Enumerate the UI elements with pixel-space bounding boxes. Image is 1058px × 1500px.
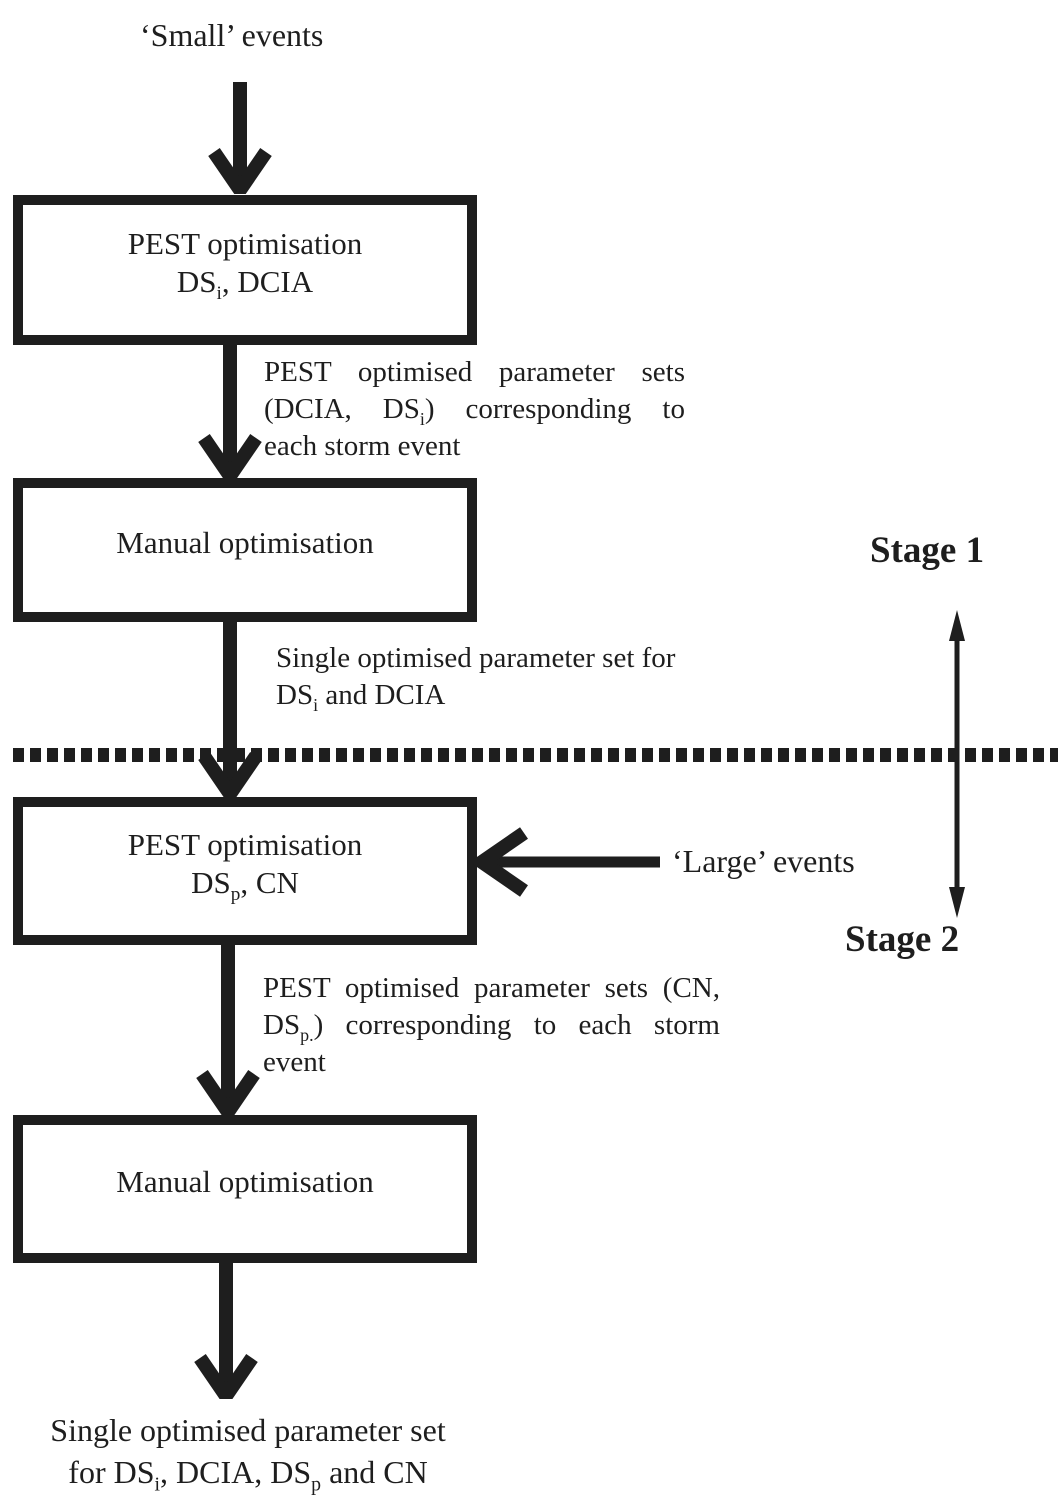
text-line: DSi, DCIA — [176, 264, 314, 305]
text-line: ‘Small’ events — [140, 17, 324, 53]
text-line: PEST optimisation — [127, 226, 363, 261]
label-stage-2: Stage 2 — [845, 919, 960, 960]
connector-arrow-pest2-to-manual2 — [196, 945, 260, 1115]
label-stage-1: Stage 1 — [870, 530, 985, 571]
label-final-output: Single optimised parameter set for DSi, D… — [2, 1409, 494, 1496]
text-line: Single optimised parameter set — [50, 1412, 446, 1448]
text-line: ‘Large’ events — [672, 843, 855, 879]
connector-arrow-small-events-to-pest1 — [208, 82, 272, 194]
text-line: PEST optimisation — [127, 827, 363, 862]
process-box-manual-optimisation-2: Manual optimisation — [13, 1115, 477, 1263]
text-line: PEST optimised parameter sets — [264, 356, 685, 388]
connector-arrow-manual1-to-pest2 — [198, 622, 262, 797]
stage-span-double-arrow — [949, 610, 965, 918]
text-line: DSp.) corresponding to each storm — [263, 1009, 720, 1045]
process-box-manual-optimisation-1: Manual optimisation — [13, 478, 477, 622]
text-line: DSi and DCIA — [276, 679, 446, 715]
connector-arrow-manual2-to-output — [194, 1263, 258, 1399]
text-line: each storm event — [264, 430, 461, 462]
text-line: Manual optimisation — [116, 1164, 374, 1199]
arrow-label-pest2-output: PEST optimised parameter sets (CN, DSp.) … — [263, 970, 720, 1081]
text-line: (DCIA, DSi) corresponding to — [264, 393, 685, 429]
text-line: PEST optimised parameter sets (CN, — [263, 972, 720, 1004]
text-line: event — [263, 1046, 326, 1078]
text-line: DSp, CN — [191, 865, 299, 906]
arrow-label-pest1-output: PEST optimised parameter sets (DCIA, DSi)… — [264, 354, 685, 465]
label-large-events: ‘Large’ events — [672, 842, 855, 880]
stage-divider-dotted-line — [13, 748, 1058, 762]
text-line: Single optimised parameter set for — [276, 642, 676, 674]
connector-arrow-large-events-to-pest2 — [470, 827, 660, 897]
text-line: Manual optimisation — [116, 525, 374, 560]
text-line: for DSi, DCIA, DSp and CN — [68, 1454, 428, 1496]
connector-arrow-pest1-to-manual1 — [198, 345, 262, 479]
label-small-events: ‘Small’ events — [140, 16, 323, 54]
